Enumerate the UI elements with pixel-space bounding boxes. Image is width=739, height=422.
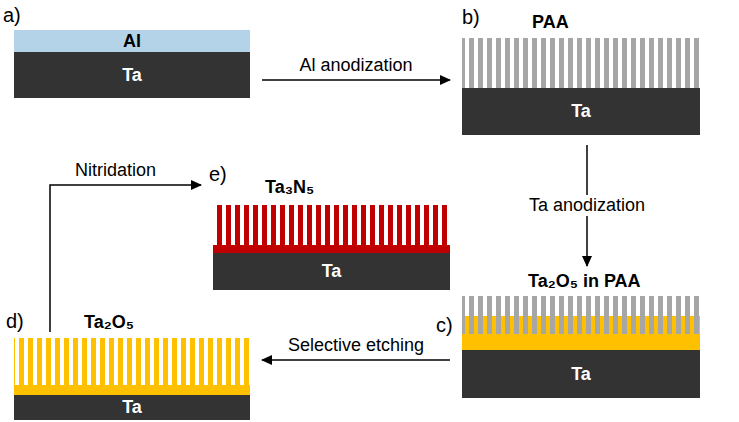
tantalum-substrate: Ta	[462, 88, 700, 135]
aluminium-layer: Al	[14, 30, 250, 53]
paa-pores	[462, 296, 700, 334]
layer-title: Ta₂O₅	[84, 312, 134, 333]
tantalum-substrate: Ta	[462, 350, 700, 398]
process-arrow	[262, 79, 450, 81]
step-panel: d)Ta₂O₅Ta	[14, 338, 250, 420]
layer-title: Ta₂O₅ in PAA	[528, 271, 641, 292]
tantalum-substrate: Ta	[14, 52, 250, 98]
process-arrow	[262, 359, 450, 361]
step-label: Selective etching	[285, 335, 427, 356]
step-letter: b)	[462, 6, 480, 29]
tantalum-substrate: Ta	[213, 253, 450, 290]
oxide-rods	[14, 338, 250, 385]
layer-label: Ta	[322, 261, 342, 282]
layer-label: Ta	[122, 65, 142, 86]
step-letter: c)	[436, 314, 453, 337]
oxide-base	[462, 334, 700, 350]
tantalum-substrate: Ta	[14, 395, 250, 420]
step-letter: a)	[3, 4, 21, 27]
process-arrow	[50, 185, 201, 332]
layer-title: Ta₃N₅	[265, 177, 314, 198]
step-label: Al anodization	[296, 55, 415, 76]
nitride-rods	[213, 205, 450, 245]
step-panel: e)Ta₃N₅Ta	[213, 205, 450, 290]
step-letter: e)	[209, 163, 227, 186]
step-panel: b)PAATa	[462, 38, 700, 135]
step-panel: a)AlTa	[14, 30, 250, 98]
oxide-base	[14, 385, 250, 395]
layer-label: Ta	[571, 364, 591, 385]
layer-label: Al	[123, 31, 141, 52]
step-panel: c)Ta₂O₅ in PAATa	[462, 296, 700, 398]
paa-pores	[462, 38, 700, 88]
layer-title: PAA	[532, 12, 569, 33]
step-letter: d)	[6, 310, 24, 333]
step-label: Ta anodization	[526, 195, 648, 216]
step-label: Nitridation	[72, 160, 159, 181]
layer-label: Ta	[122, 397, 142, 418]
nitride-base	[213, 245, 450, 253]
layer-label: Ta	[571, 101, 591, 122]
